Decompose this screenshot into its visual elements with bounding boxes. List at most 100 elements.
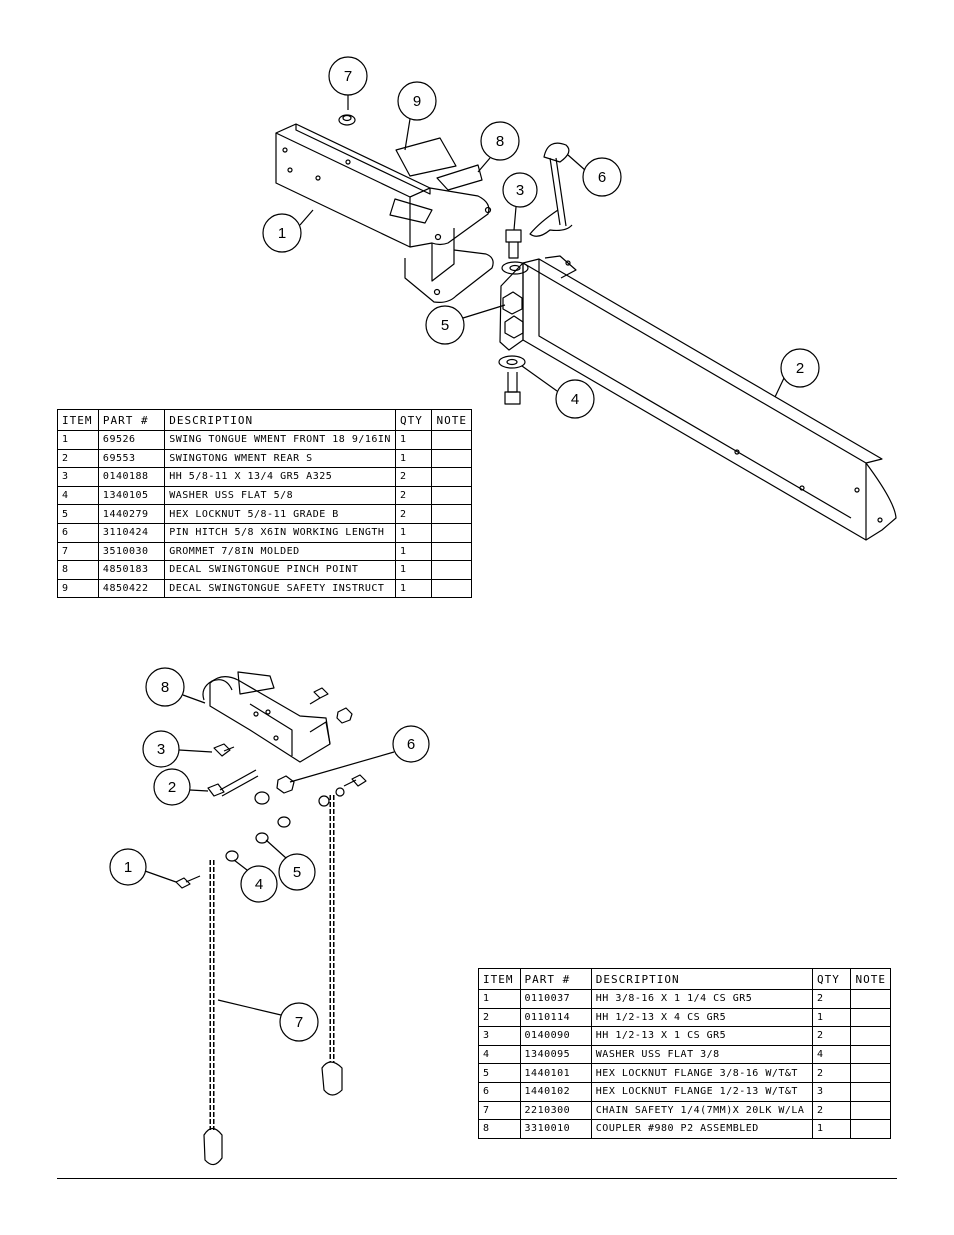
cell-note bbox=[850, 989, 891, 1009]
callout-balloon-4-top: 4 bbox=[521, 365, 595, 419]
cell-note bbox=[431, 560, 472, 580]
cell-note bbox=[431, 467, 472, 487]
bolt-hh-3-8-right bbox=[343, 774, 367, 787]
cell-description: CHAIN SAFETY 1/4(7MM)X 20LK W/LA bbox=[590, 1100, 813, 1121]
callout-balloon-1-bottom: 1 bbox=[109, 848, 177, 886]
washer-top bbox=[501, 261, 529, 275]
cell-description: HEX LOCKNUT FLANGE 1/2-13 W/T&T bbox=[590, 1081, 813, 1102]
washer-3-8-right bbox=[318, 787, 345, 807]
cell-description: HH 1/2-13 X 4 CS GR5 bbox=[590, 1007, 813, 1028]
bolt-hh-1-2-13x1 bbox=[213, 743, 235, 757]
cell-item: 6 bbox=[57, 522, 99, 543]
cell-part: 1440102 bbox=[519, 1081, 592, 1102]
cell-note bbox=[850, 1081, 891, 1102]
cell-qty: 2 bbox=[394, 467, 433, 487]
flange-locknut-3-8 bbox=[255, 832, 269, 844]
cell-item: 3 bbox=[57, 467, 99, 487]
svg-text:8: 8 bbox=[161, 679, 169, 696]
cell-part: 2210300 bbox=[519, 1100, 592, 1121]
cell-note bbox=[431, 541, 472, 562]
cell-part: 4850183 bbox=[97, 560, 166, 580]
cell-description: SWING TONGUE WMENT FRONT 18 9/16IN bbox=[164, 430, 396, 450]
cell-item: 4 bbox=[478, 1044, 521, 1065]
cell-item: 4 bbox=[57, 485, 99, 506]
callout-balloon-6-bottom: 6 bbox=[289, 725, 430, 783]
bolt-hh-5-8-lower bbox=[504, 372, 521, 405]
svg-text:7: 7 bbox=[344, 68, 352, 85]
callout-balloon-4-bottom: 4 bbox=[233, 859, 278, 903]
swing-tongue-rear-weldment bbox=[499, 255, 897, 541]
cell-part: 3110424 bbox=[97, 522, 166, 543]
cell-part: 69526 bbox=[97, 430, 166, 450]
cell-part: 1340105 bbox=[97, 485, 166, 506]
callout-balloon-2-bottom: 2 bbox=[153, 768, 209, 806]
cell-item: 8 bbox=[478, 1119, 521, 1139]
svg-text:8: 8 bbox=[496, 133, 504, 150]
callout-balloon-3-bottom: 3 bbox=[142, 730, 213, 768]
header-item: ITEM bbox=[478, 968, 521, 990]
cell-item: 2 bbox=[478, 1007, 521, 1028]
callout-balloon-9-top: 9 bbox=[397, 81, 437, 151]
cell-description: HH 5/8-11 X 13/4 GR5 A325 bbox=[164, 467, 396, 487]
callout-balloon-7-bottom: 7 bbox=[217, 999, 319, 1042]
cell-description: HH 1/2-13 X 1 CS GR5 bbox=[590, 1026, 813, 1046]
cell-description: WASHER USS FLAT 3/8 bbox=[590, 1044, 813, 1065]
header-description: DESCRIPTION bbox=[164, 409, 396, 431]
cell-note bbox=[431, 522, 472, 543]
cell-qty: 2 bbox=[811, 1026, 852, 1046]
svg-text:4: 4 bbox=[571, 391, 579, 408]
cell-qty: 1 bbox=[394, 448, 433, 469]
cell-qty: 2 bbox=[394, 485, 433, 506]
callout-balloon-8-bottom: 8 bbox=[145, 667, 206, 707]
cell-note bbox=[850, 1100, 891, 1121]
header-note: NOTE bbox=[850, 968, 891, 990]
cell-qty: 2 bbox=[811, 1063, 852, 1083]
cell-part: 3310010 bbox=[519, 1119, 592, 1139]
cell-part: 0140188 bbox=[97, 467, 166, 487]
safety-chain-right bbox=[321, 795, 343, 1096]
svg-text:3: 3 bbox=[516, 182, 524, 199]
cell-note bbox=[850, 1026, 891, 1046]
small-bolt-top bbox=[309, 687, 329, 705]
coupler bbox=[202, 671, 331, 763]
svg-text:6: 6 bbox=[407, 736, 415, 753]
safety-chain-left bbox=[203, 860, 223, 1166]
cell-qty: 3 bbox=[811, 1081, 852, 1102]
cell-part: 4850422 bbox=[97, 578, 166, 599]
svg-text:4: 4 bbox=[255, 876, 263, 893]
svg-text:1: 1 bbox=[278, 225, 286, 242]
bolt-hh-1-2-13x4 bbox=[207, 769, 259, 797]
cell-part: 0140090 bbox=[519, 1026, 592, 1046]
svg-text:5: 5 bbox=[441, 317, 449, 334]
callout-balloon-1-top: 1 bbox=[262, 209, 314, 253]
cell-note bbox=[431, 485, 472, 506]
cell-description: GROMMET 7/8IN MOLDED bbox=[164, 541, 396, 562]
callout-balloon-8-top: 8 bbox=[477, 121, 520, 173]
header-part: PART # bbox=[519, 968, 592, 990]
svg-text:9: 9 bbox=[413, 93, 421, 110]
cell-qty: 2 bbox=[394, 504, 433, 524]
cell-description: SWINGTONG WMENT REAR S bbox=[164, 448, 396, 469]
table-header-row: ITEM PART # DESCRIPTION QTY NOTE bbox=[57, 409, 472, 431]
cell-qty: 2 bbox=[811, 1100, 852, 1121]
washer-bottom bbox=[498, 355, 526, 369]
cell-item: 5 bbox=[57, 504, 99, 524]
cell-note bbox=[431, 504, 472, 524]
header-part: PART # bbox=[97, 409, 166, 431]
cell-qty: 1 bbox=[394, 578, 433, 599]
callout-balloon-6-top: 6 bbox=[567, 154, 622, 197]
svg-text:3: 3 bbox=[157, 741, 165, 758]
header-qty: QTY bbox=[394, 409, 433, 431]
svg-text:5: 5 bbox=[293, 864, 301, 881]
cell-description: HH 3/8-16 X 1 1/4 CS GR5 bbox=[590, 989, 813, 1009]
